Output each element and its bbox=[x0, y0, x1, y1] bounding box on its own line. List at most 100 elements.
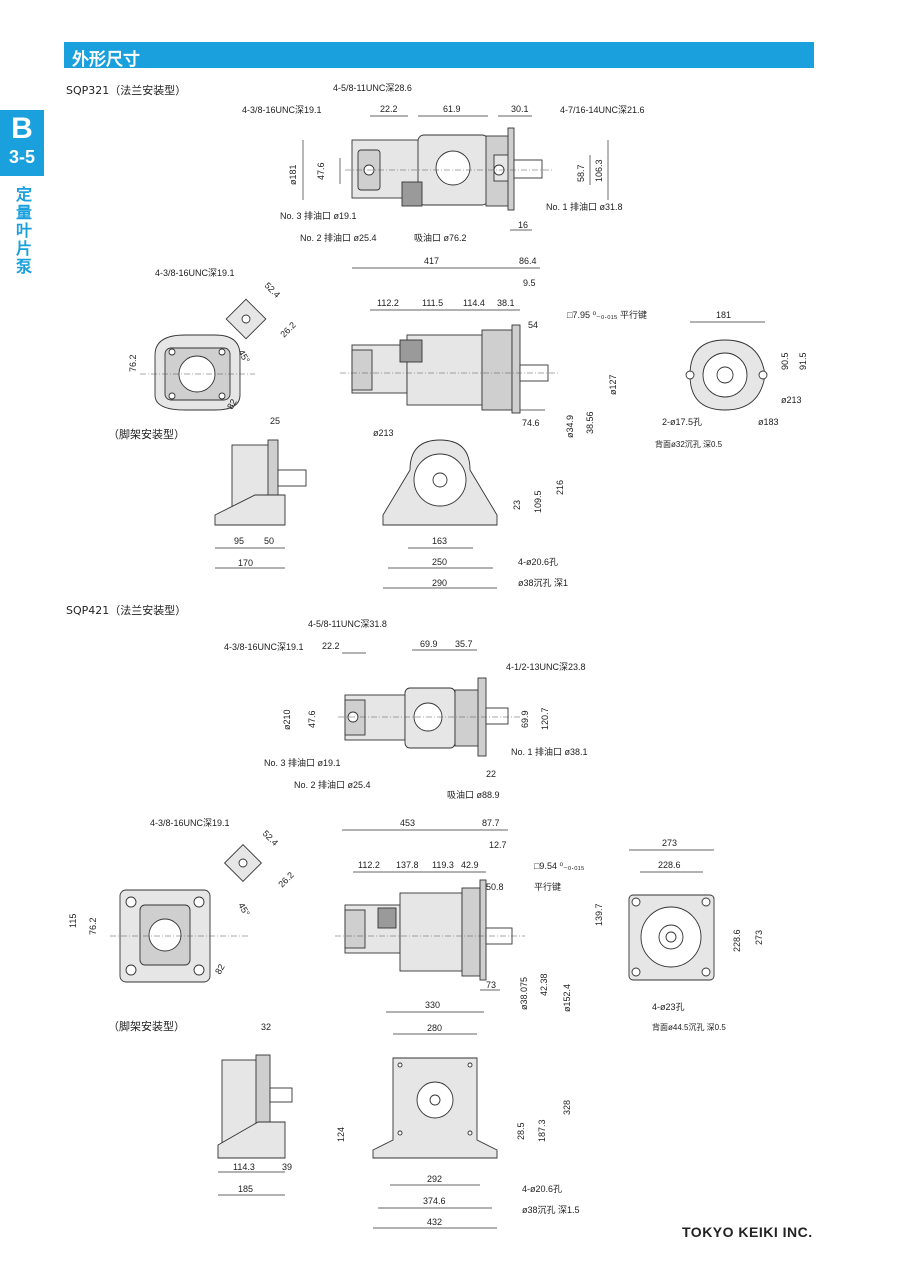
sqp421-top-label-6: No. 1 排油口 ø38.1 bbox=[511, 746, 588, 757]
sqp421-top-label-0: 4-5/8-11UNC深31.8 bbox=[308, 619, 387, 629]
sqp321-foot-title: （脚架安装型） bbox=[108, 428, 185, 441]
sqp321-end-view-right bbox=[685, 339, 768, 411]
sqp421-key-label: □9.54 ⁰₋₀.₀₁₅ bbox=[534, 861, 585, 871]
chapter-letter: B bbox=[11, 112, 33, 145]
sqp421-side-dim-0: 453 bbox=[400, 818, 415, 828]
sqp321-top-dim-0: 22.2 bbox=[380, 104, 398, 114]
sqp321-side-dim-10: ø34.9 bbox=[565, 415, 575, 438]
sqp421-top-dim-4: 47.6 bbox=[307, 710, 317, 728]
sqp421-foot-front-dim-8: 432 bbox=[427, 1217, 442, 1227]
sqp421-top-label-2: 4-1/2-13UNC深23.8 bbox=[506, 662, 586, 672]
sqp321-end-right-dim-1: 90.5 bbox=[780, 352, 790, 370]
sqp421-end-left-label: 4-3/8-16UNC深19.1 bbox=[150, 818, 230, 828]
sqp321-end-right-label-1: 背面ø32沉孔 深0.5 bbox=[655, 439, 723, 449]
sqp421-top-dim-3: ø210 bbox=[282, 709, 292, 730]
sqp321-top-dim-3: ø181 bbox=[288, 164, 298, 185]
sqp321-foot-front-dim-0: ø213 bbox=[373, 428, 394, 438]
sqp421-side-view bbox=[335, 879, 525, 981]
sqp421-end-left-dim-0: 52.4 bbox=[261, 828, 280, 847]
sqp321-title: SQP321（法兰安装型） bbox=[66, 84, 187, 97]
sqp321-side-view bbox=[340, 324, 560, 414]
sqp321-top-label-5: 吸油口 ø76.2 bbox=[414, 232, 467, 243]
sqp321-foot-front-dim-6: 290 bbox=[432, 578, 447, 588]
sqp321-top-label-0: 4-5/8-11UNC深28.6 bbox=[333, 83, 412, 93]
sqp421-side-dim-2: 12.7 bbox=[489, 840, 507, 850]
sqp421-top-label-3: No. 3 排油口 ø19.1 bbox=[264, 757, 341, 768]
sqp321-side-dim-0: 417 bbox=[424, 256, 439, 266]
sqp421-side-dim-4: 137.8 bbox=[396, 860, 419, 870]
sqp421-foot-front-dim-6: 292 bbox=[427, 1174, 442, 1184]
sqp321-foot-label-0: 4-ø20.6孔 bbox=[518, 557, 558, 567]
sqp321-end-right-dim-3: ø213 bbox=[781, 395, 802, 405]
sqp421-top-dim-2: 35.7 bbox=[455, 639, 473, 649]
sqp321-side-dim-2: 9.5 bbox=[523, 278, 536, 288]
sqp421-foot-side-dim-2: 39 bbox=[282, 1162, 292, 1172]
sqp421-end-right-dim-1: 228.6 bbox=[658, 860, 681, 870]
sqp321-top-label-1: 4-3/8-16UNC深19.1 bbox=[242, 105, 322, 115]
sqp421-end-view-left bbox=[110, 843, 263, 983]
sqp321-foot-front-dim-5: 250 bbox=[432, 557, 447, 567]
chapter-tab: B 3-5 bbox=[0, 110, 44, 176]
sqp321-end-view-left bbox=[140, 298, 267, 411]
sqp321-top-dim-7: 16 bbox=[518, 220, 528, 230]
sqp421-side-dim-1: 87.7 bbox=[482, 818, 500, 828]
sqp421-side-dim-7: 50.8 bbox=[486, 882, 504, 892]
sqp321-top-dim-4: 47.6 bbox=[316, 162, 326, 180]
sqp421-foot-front-dim-0: 330 bbox=[425, 1000, 440, 1010]
sqp421-foot-label-1: ø38沉孔 深1.5 bbox=[522, 1205, 580, 1215]
sqp321-side-dim-3: 112.2 bbox=[377, 298, 399, 308]
sqp421-key-label-2: 平行键 bbox=[534, 881, 561, 892]
sqp321-foot-front-view bbox=[382, 439, 498, 526]
sqp421-side-dim-9: ø38.075 bbox=[519, 977, 529, 1010]
sqp421-side-dim-10: 42.38 bbox=[539, 973, 549, 996]
sqp421-end-right-dim-0: 273 bbox=[662, 838, 677, 848]
sqp321-foot-front-dim-3: 109.5 bbox=[533, 490, 543, 513]
sqp321-foot-side-dim-1: 95 bbox=[234, 536, 244, 546]
sqp321-top-label-3: No. 3 排油口 ø19.1 bbox=[280, 210, 357, 221]
sqp321-side-dim-4: 111.5 bbox=[422, 298, 443, 308]
sqp421-side-dim-6: 42.9 bbox=[461, 860, 479, 870]
chapter-category: 定量叶片泵 bbox=[15, 185, 32, 276]
sqp321-top-dim-5: 58.7 bbox=[576, 164, 586, 182]
sqp321-key-label: □7.95 ⁰₋₀.₀₁₅ 平行键 bbox=[567, 309, 647, 320]
sqp321-end-right-label-0: 2-ø17.5孔 bbox=[662, 417, 702, 427]
sqp421-top-dim-1: 69.9 bbox=[420, 639, 438, 649]
sqp321-side-dim-11: 38.56 bbox=[585, 411, 595, 434]
sqp321-side-dim-5: 114.4 bbox=[463, 298, 485, 308]
sqp321-end-left-dim-0: 52.4 bbox=[263, 280, 282, 299]
sqp421-foot-front-dim-1: 280 bbox=[427, 1023, 442, 1033]
sqp321-top-label-6: No. 1 排油口 ø31.8 bbox=[546, 201, 623, 212]
sqp421-side-dim-3: 112.2 bbox=[358, 860, 380, 870]
sqp421-foot-front-dim-3: 28.5 bbox=[516, 1122, 526, 1140]
sqp321-end-right-dim-4: ø183 bbox=[758, 417, 779, 427]
sqp421-end-left-dim-5: 82 bbox=[213, 962, 227, 976]
page-title: 外形尺寸 bbox=[72, 50, 140, 70]
sqp421-foot-front-dim-4: 187.3 bbox=[537, 1119, 547, 1142]
sqp421-side-dim-5: 119.3 bbox=[432, 860, 454, 870]
sqp421-side-dim-8: 73 bbox=[486, 980, 496, 990]
sqp321-end-left-dim-2: 76.2 bbox=[128, 354, 138, 372]
sqp321-end-left-label: 4-3/8-16UNC深19.1 bbox=[155, 268, 235, 278]
sqp321-side-dim-8: 74.6 bbox=[522, 418, 540, 428]
sqp321-top-dim-2: 30.1 bbox=[511, 104, 529, 114]
sqp421-top-dim-0: 22.2 bbox=[322, 641, 340, 651]
sqp421-end-left-dim-4: 45° bbox=[236, 901, 252, 918]
sqp421-end-left-dim-2: 115 bbox=[68, 914, 78, 928]
sqp321-end-right-dim-0: 181 bbox=[716, 310, 731, 320]
sqp421-foot-side-dim-1: 114.3 bbox=[233, 1162, 255, 1172]
sqp421-top-view bbox=[338, 677, 520, 757]
sqp421-end-right-label-1: 背面ø44.5沉孔 深0.5 bbox=[652, 1022, 726, 1032]
chapter-number: 3-5 bbox=[8, 147, 35, 167]
sqp421-foot-side-dim-3: 185 bbox=[238, 1184, 253, 1194]
sqp321-foot-side-dim-0: 25 bbox=[270, 416, 280, 426]
sqp321-side-dim-1: 86.4 bbox=[519, 256, 537, 266]
sqp421-top-dim-7: 22 bbox=[486, 769, 496, 779]
company-logo: TOKYO KEIKI INC. bbox=[682, 1224, 813, 1240]
sqp421-foot-front-dim-5: 328 bbox=[562, 1100, 572, 1115]
sqp321-foot-front-dim-1: 216 bbox=[555, 480, 565, 495]
sqp421-top-dim-5: 69.9 bbox=[520, 710, 530, 728]
sqp421-top-dim-6: 120.7 bbox=[540, 707, 550, 730]
sqp421-end-left-dim-3: 76.2 bbox=[88, 917, 98, 935]
sqp421-foot-front-view bbox=[372, 1057, 498, 1159]
